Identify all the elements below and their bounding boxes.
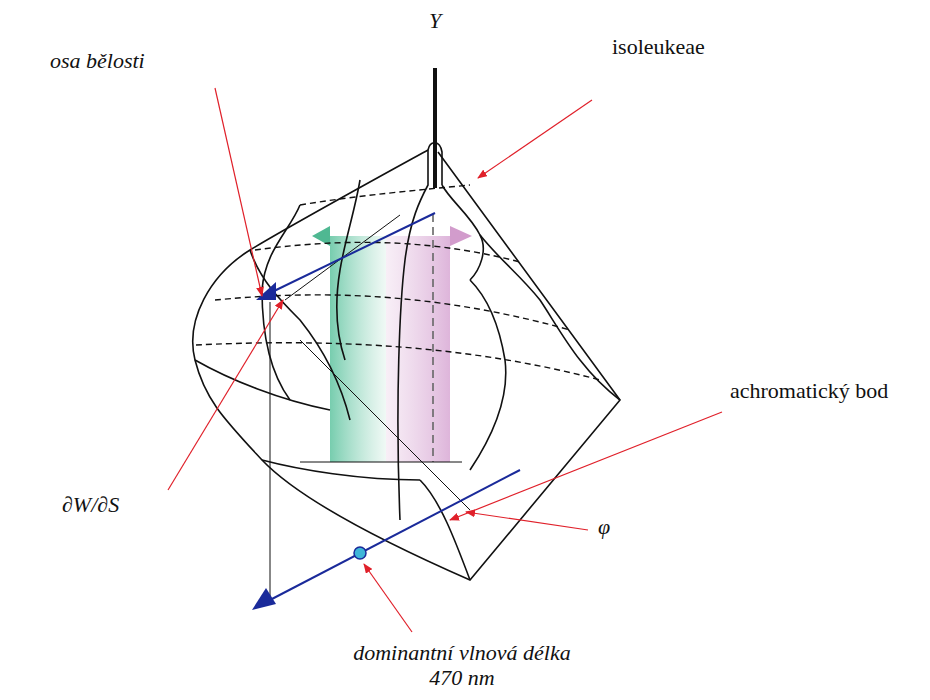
isoleukeae-curves (196, 185, 600, 380)
derivative-label: ∂W/∂S (62, 492, 119, 517)
wavelength-point (354, 547, 366, 559)
point-label: achromatický bod (730, 378, 888, 403)
angle-label: φ (598, 514, 610, 539)
curve-label: isoleukeae (612, 34, 705, 59)
y-axis (433, 68, 437, 188)
wavelength-label: dominantní vlnová délka 470 nm (337, 640, 587, 691)
leader-lines (168, 88, 722, 632)
achromatic-axis (432, 214, 434, 462)
pink-arrowhead (450, 226, 472, 246)
wavelength-line (270, 470, 520, 600)
green-band (330, 236, 386, 462)
axis-label: Y (429, 8, 441, 33)
whiteness-axis (272, 213, 435, 292)
wavelength-arrowhead (252, 588, 276, 610)
construction-lines (270, 215, 470, 600)
axis-label: osa bělosti (50, 48, 145, 73)
solid-outline (193, 143, 620, 580)
